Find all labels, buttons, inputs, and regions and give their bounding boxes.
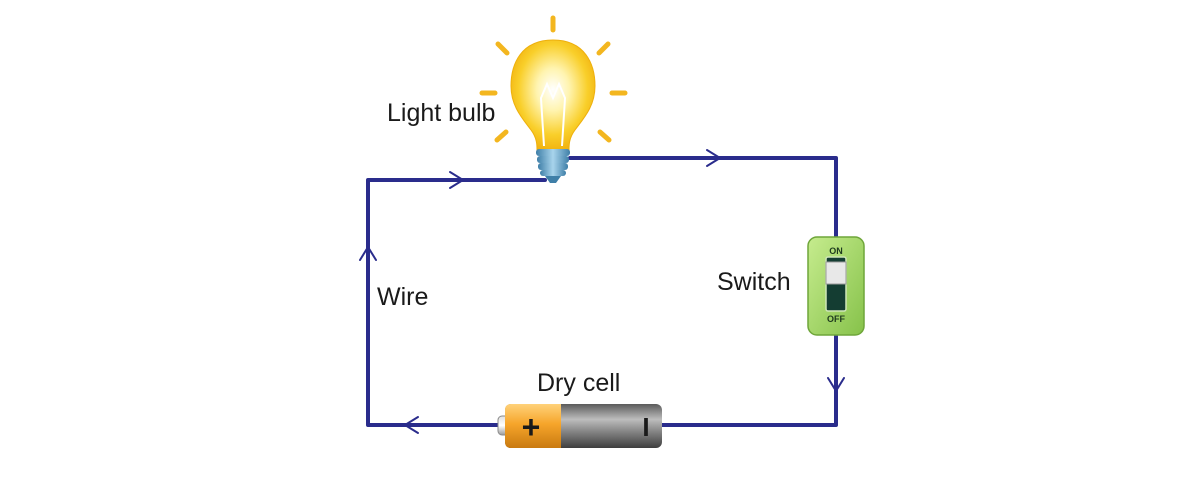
light-bulb-icon xyxy=(479,15,628,183)
direction-arrow-icon xyxy=(827,377,845,392)
battery-negative-symbol: I xyxy=(642,412,649,442)
bulb-base xyxy=(536,149,570,183)
direction-arrow-icon xyxy=(449,171,464,189)
switch-on-label: ON xyxy=(829,246,843,256)
light-bulb-label: Light bulb xyxy=(387,99,495,127)
direction-arrow-icon xyxy=(706,149,721,167)
wire-right xyxy=(568,156,838,240)
bulb-filament xyxy=(539,81,567,147)
dry-cell-label: Dry cell xyxy=(537,369,620,397)
wire-loop xyxy=(366,156,838,427)
battery-icon: + I xyxy=(497,404,662,448)
wire-right-lower xyxy=(660,332,838,427)
switch-label: Switch xyxy=(717,268,791,296)
switch-icon[interactable]: ON OFF xyxy=(807,236,865,336)
bulb-rays xyxy=(479,15,628,143)
switch-lever[interactable] xyxy=(825,261,847,285)
wire-left-top xyxy=(366,178,547,427)
direction-arrow-icon xyxy=(404,416,419,434)
direction-arrow-icon xyxy=(359,246,377,261)
bulb-glass xyxy=(510,39,596,151)
switch-off-label: OFF xyxy=(827,314,845,324)
battery-positive-symbol: + xyxy=(522,409,541,445)
wire-label: Wire xyxy=(377,283,428,311)
direction-arrows xyxy=(359,149,845,434)
battery-positive-section xyxy=(505,404,561,448)
